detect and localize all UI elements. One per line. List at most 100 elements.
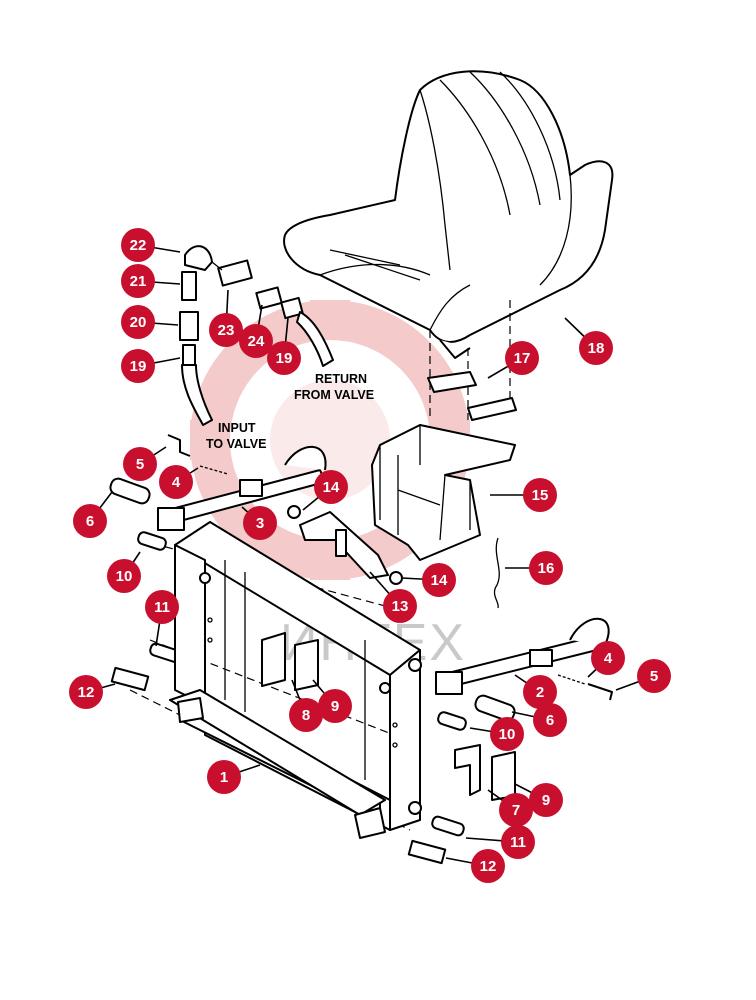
- callout-badge: [579, 331, 613, 365]
- callout-label: 16: [538, 560, 555, 577]
- callout-label: 5: [136, 456, 144, 473]
- callout-label: 15: [532, 487, 549, 504]
- note-input-line2: TO VALVE: [206, 437, 266, 451]
- callout-label: 18: [588, 340, 605, 357]
- callout-21: 21: [121, 264, 181, 298]
- callout-label: 17: [514, 350, 531, 367]
- callout-11: 11: [145, 590, 179, 647]
- handle-left: [167, 434, 191, 457]
- callout-badge: [383, 589, 417, 623]
- callout-badge: [123, 447, 157, 481]
- callout-badge: [121, 305, 155, 339]
- callout-12: 12: [69, 675, 116, 709]
- callout-label: 1: [220, 769, 228, 786]
- callout-badge: [505, 341, 539, 375]
- callout-label: 11: [510, 834, 526, 851]
- callout-badge: [318, 689, 352, 723]
- callout-14: 14: [401, 563, 456, 597]
- adjust-chain: [493, 537, 500, 609]
- callout-label: 7: [512, 802, 520, 819]
- handle-right: [587, 683, 613, 701]
- callout-17: 17: [487, 341, 539, 379]
- callout-label: 8: [302, 707, 310, 724]
- callout-label: 23: [218, 322, 235, 339]
- note-return-line1: RETURN: [315, 372, 367, 386]
- roller-6-right: [474, 694, 516, 722]
- callout-2: 2: [514, 674, 557, 709]
- callout-badge: [529, 783, 563, 817]
- callout-label: 12: [480, 858, 497, 875]
- callout-label: 2: [536, 684, 544, 701]
- callout-badge: [314, 470, 348, 504]
- callout-label: 14: [431, 572, 448, 589]
- callout-label: 9: [331, 698, 339, 715]
- mount-plate-right: [454, 744, 516, 801]
- callout-badge: [209, 313, 243, 347]
- callout-label: 9: [542, 792, 550, 809]
- callout-badge: [490, 717, 524, 751]
- callout-badge: [637, 659, 671, 693]
- callout-badge: [523, 478, 557, 512]
- callout-badge: [145, 590, 179, 624]
- callout-10: 10: [107, 551, 141, 593]
- note-return-line2: FROM VALVE: [294, 388, 374, 402]
- callout-label: 22: [130, 237, 147, 254]
- callout-label: 10: [499, 726, 516, 743]
- callout-9: 9: [514, 783, 563, 817]
- callout-badge: [523, 675, 557, 709]
- mount-plate-center: [261, 632, 319, 691]
- callout-badge: [267, 341, 301, 375]
- callout-15: 15: [490, 478, 557, 512]
- callout-7: 7: [487, 789, 533, 827]
- callout-label: 19: [276, 350, 293, 367]
- callout-1: 1: [207, 760, 261, 794]
- note-input-line1: INPUT: [218, 421, 256, 435]
- callout-badge: [239, 324, 273, 358]
- callout-badge: [121, 228, 155, 262]
- callout-16: 16: [505, 551, 563, 585]
- pin-10-right: [437, 711, 467, 731]
- callout-label: 19: [130, 358, 147, 375]
- callout-label: 4: [604, 650, 613, 667]
- spring-right: [557, 674, 586, 685]
- pin-10-left: [137, 531, 167, 551]
- callout-badge: [69, 675, 103, 709]
- callout-badge: [533, 703, 567, 737]
- roller-6-left: [109, 477, 151, 505]
- callout-badge: [289, 698, 323, 732]
- hydraulic-fittings: [179, 245, 334, 426]
- callout-label: 6: [546, 712, 554, 729]
- nut-upper: [287, 505, 301, 519]
- callout-4: 4: [587, 641, 625, 678]
- callout-11: 11: [465, 825, 535, 859]
- callout-5: 5: [615, 659, 671, 693]
- callout-19: 19: [267, 317, 301, 375]
- callout-22: 22: [121, 228, 181, 262]
- seat-bracket-plates: [427, 371, 517, 421]
- callout-label: 13: [392, 598, 409, 615]
- block-12-right: [407, 839, 447, 865]
- callout-badge: [499, 793, 533, 827]
- callout-19: 19: [121, 349, 181, 383]
- callout-label: 5: [650, 668, 658, 685]
- callout-6: 6: [511, 703, 567, 737]
- callout-label: 11: [154, 599, 170, 616]
- callout-23: 23: [209, 289, 243, 347]
- callout-badge: [121, 264, 155, 298]
- callout-badge: [207, 760, 241, 794]
- callout-badge: [159, 465, 193, 499]
- callout-label: 10: [116, 568, 133, 585]
- centerline-lower: [149, 639, 421, 746]
- callout-badge: [73, 504, 107, 538]
- callout-24: 24: [239, 304, 273, 358]
- callout-8: 8: [289, 679, 323, 732]
- callout-20: 20: [121, 305, 179, 339]
- callout-label: 21: [130, 273, 147, 290]
- callout-label: 4: [172, 474, 181, 491]
- callout-label: 20: [130, 314, 147, 331]
- callout-12: 12: [445, 849, 505, 883]
- callout-badge: [121, 349, 155, 383]
- block-12-left: [110, 666, 150, 692]
